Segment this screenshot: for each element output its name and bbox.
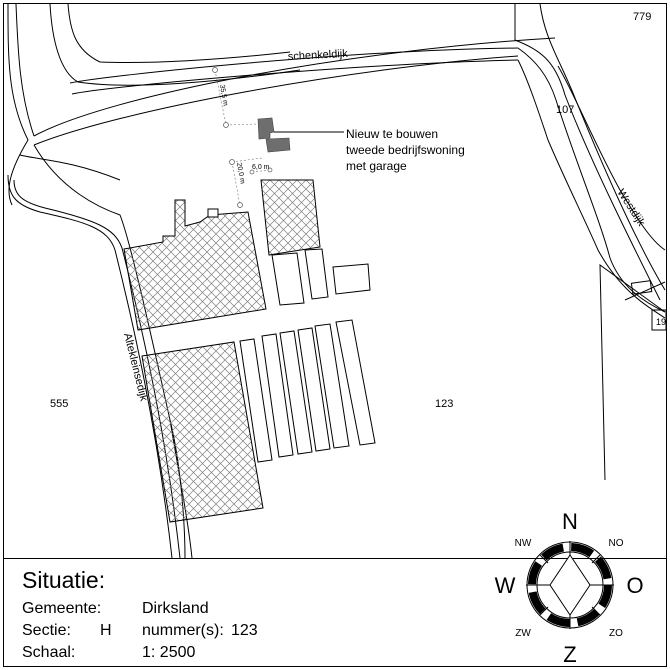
compass-label-z: Z [563,642,576,667]
compass-needle [549,554,591,616]
compass-label-zo: ZO [609,628,623,639]
callout-line-3: met garage [346,159,407,173]
street-name-schenkeldijk: schenkeldijk [288,48,349,63]
compass-label-n: N [562,509,578,534]
compass-label-nw: NW [515,538,532,549]
gemeente-label: Gemeente: [22,600,102,617]
road-westdijk [514,3,666,319]
dimension-label-35-5: 35,5 m [218,84,229,106]
parcel-number-779: 779 [633,11,651,23]
dimension-label-6-0: 6,0 m [252,164,270,171]
existing-buildings [123,179,321,523]
callout-line-2: tweede bedrijfswoning [346,143,465,157]
parcel-number-107: 107 [556,104,574,116]
sectie-label: Sectie: [22,622,71,639]
nummer-value: 123 [231,622,258,639]
compass-label-o: O [626,573,643,598]
dimension-ticks [212,67,273,208]
road-upper-left [7,3,301,206]
existing-sheds [239,248,376,463]
situation-title: Situatie: [22,567,106,593]
parcel-number-19: 19 [656,317,666,327]
dimension-lines [214,69,271,206]
schaal-label: Schaal: [22,644,76,661]
compass-rose: N Z W O NW NO ZW ZO [495,509,644,667]
parcel-number-555: 555 [50,398,68,410]
schaal-value: 1: 2500 [142,644,196,661]
road-schenkeldijk [33,37,556,146]
gemeente-value: Dirksland [142,600,209,617]
sectie-value: H [100,622,112,639]
planned-dwelling [257,117,291,153]
compass-label-no: NO [609,538,624,549]
compass-label-w: W [495,573,516,598]
compass-label-zw: ZW [515,628,531,639]
nummer-label: nummer(s): [142,622,224,639]
dimension-label-20-0: 20,0 m [235,162,246,184]
map-frame [3,3,667,667]
callout-line-1: Nieuw te bouwen [346,127,438,141]
parcel-number-123: 123 [435,398,453,410]
situation-info-panel: Situatie: Gemeente: Dirksland Sectie: H … [3,559,483,667]
